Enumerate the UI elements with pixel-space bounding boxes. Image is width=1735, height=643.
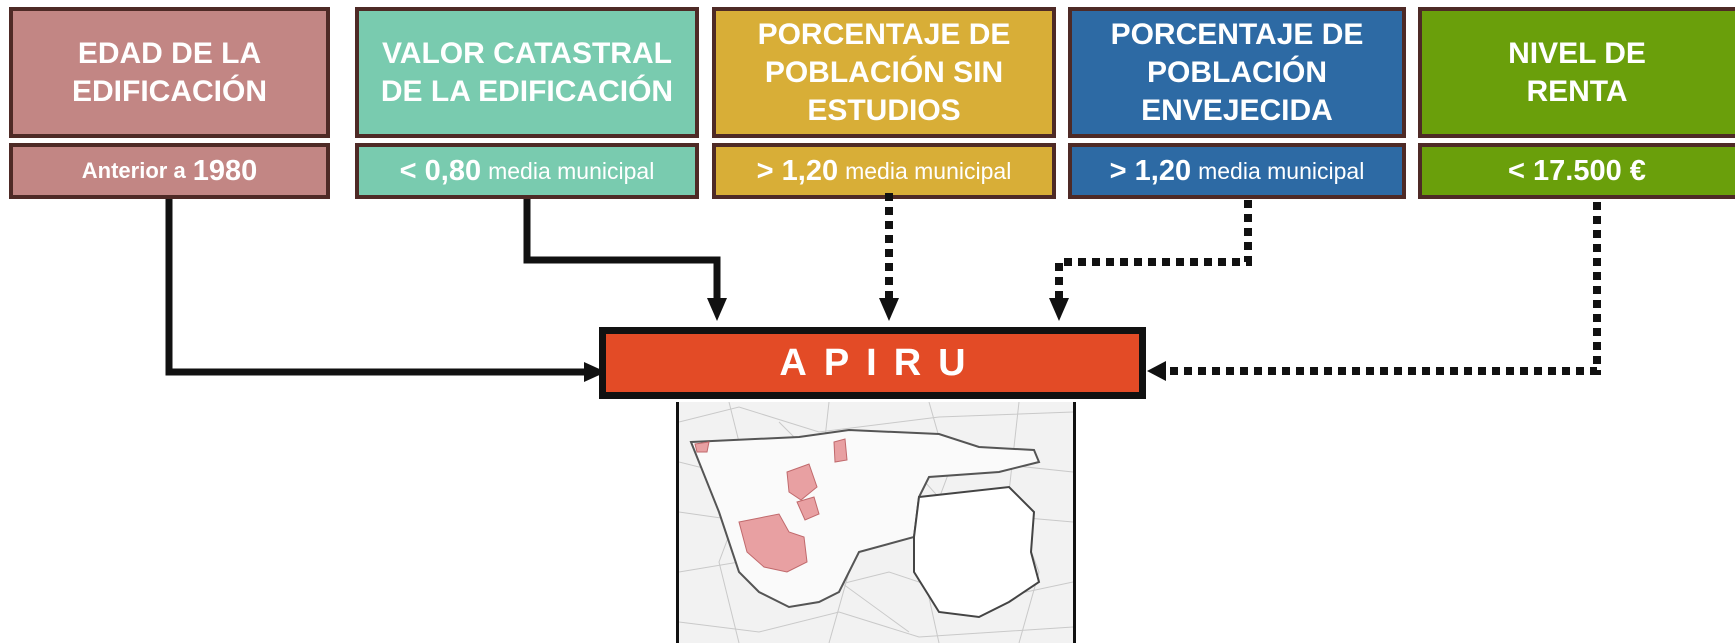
connector-cadastral-value xyxy=(523,199,721,302)
card-threshold-cadastral-value: < 0,80 media municipal xyxy=(355,143,699,199)
card-title-line: VALOR CATASTRAL xyxy=(382,36,672,70)
arrowhead xyxy=(707,298,727,321)
criterion-card-no-education: PORCENTAJE DE POBLACIÓN SIN ESTUDIOS > 1… xyxy=(712,7,1056,199)
threshold-suffix: media municipal xyxy=(845,157,1012,184)
threshold-value: < 17.500 € xyxy=(1508,154,1646,187)
card-title-line: ESTUDIOS xyxy=(807,93,961,127)
threshold-suffix: media municipal xyxy=(1198,157,1365,184)
connector-aging-population xyxy=(1055,200,1252,302)
card-title-aging-population: PORCENTAJE DE POBLACIÓN ENVEJECIDA xyxy=(1068,7,1406,138)
criterion-card-aging-population: PORCENTAJE DE POBLACIÓN ENVEJECIDA > 1,2… xyxy=(1068,7,1406,199)
card-title-building-age: EDAD DE LA EDIFICACIÓN xyxy=(9,7,330,138)
threshold-value: < 0,80 xyxy=(399,154,482,187)
card-title-line: PORCENTAJE DE xyxy=(1110,17,1364,51)
card-title-no-education: PORCENTAJE DE POBLACIÓN SIN ESTUDIOS xyxy=(712,7,1056,138)
urban-area-map xyxy=(676,402,1076,643)
card-title-line: POBLACIÓN xyxy=(1146,55,1327,89)
criterion-card-building-age: EDAD DE LA EDIFICACIÓN Anterior a 1980 xyxy=(9,7,330,199)
threshold-value: > 1,20 xyxy=(1109,154,1192,187)
card-title-line: EDAD DE LA xyxy=(77,36,262,70)
map-drawing xyxy=(679,402,1073,643)
apiru-box: APIRU xyxy=(599,327,1146,399)
card-title-line: POBLACIÓN SIN xyxy=(764,55,1004,89)
card-title-line: DE LA EDIFICACIÓN xyxy=(380,74,674,108)
card-title-line: EDIFICACIÓN xyxy=(72,74,267,108)
card-title-cadastral-value: VALOR CATASTRAL DE LA EDIFICACIÓN xyxy=(355,7,699,138)
card-threshold-no-education: > 1,20 media municipal xyxy=(712,143,1056,199)
arrowhead xyxy=(584,362,606,382)
card-threshold-income-level: < 17.500 € xyxy=(1418,143,1735,199)
card-title-income-level: NIVEL DE RENTA xyxy=(1418,7,1735,138)
arrowhead xyxy=(1147,361,1166,381)
threshold-prefix: Anterior a xyxy=(81,158,186,183)
highlighted-zones xyxy=(694,438,848,573)
card-title-line: RENTA xyxy=(1526,74,1628,108)
card-title-line: PORCENTAJE DE xyxy=(757,17,1011,51)
apiru-label: APIRU xyxy=(779,341,983,384)
card-title-line: NIVEL DE xyxy=(1508,36,1646,70)
card-threshold-building-age: Anterior a 1980 xyxy=(9,143,330,199)
card-threshold-aging-population: > 1,20 media municipal xyxy=(1068,143,1406,199)
threshold-value: 1980 xyxy=(192,154,258,187)
threshold-value: > 1,20 xyxy=(756,154,839,187)
connector-building-age xyxy=(165,199,588,376)
connector-income-level xyxy=(1162,202,1601,375)
criterion-card-income-level: NIVEL DE RENTA < 17.500 € xyxy=(1418,7,1735,199)
arrowhead xyxy=(1049,298,1069,321)
criterion-card-cadastral-value: VALOR CATASTRAL DE LA EDIFICACIÓN < 0,80… xyxy=(355,7,699,199)
card-title-line: ENVEJECIDA xyxy=(1141,93,1333,127)
threshold-suffix: media municipal xyxy=(488,157,655,184)
arrowhead xyxy=(879,298,899,321)
